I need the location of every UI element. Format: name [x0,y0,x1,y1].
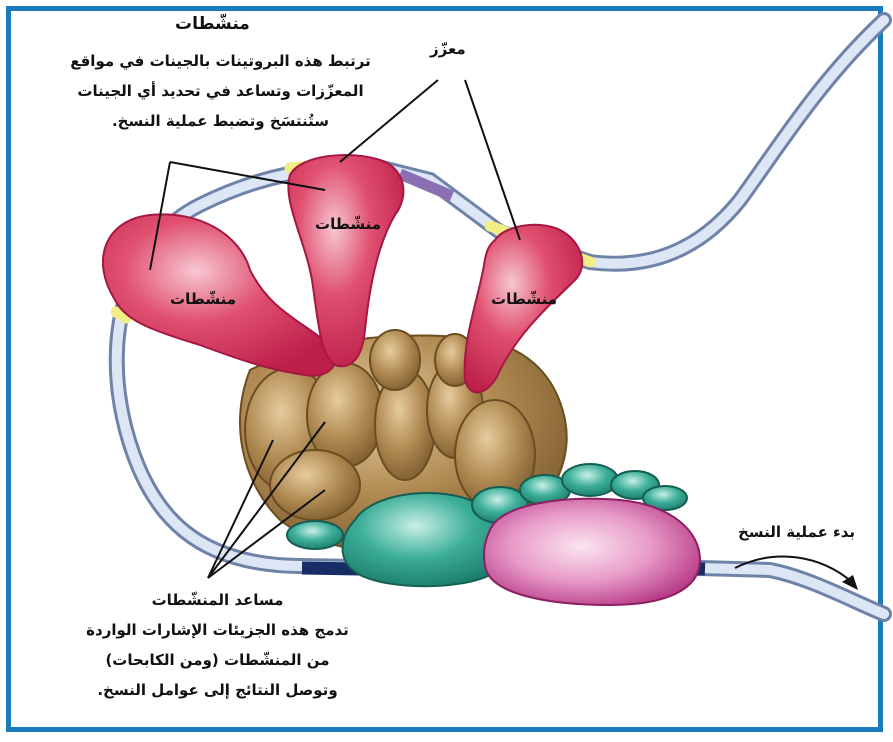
activators-desc-line-3: ستُنتسَخ وتضبط عملية النسخ. [48,106,393,136]
activators-desc-line-1: ترتبط هذه البروتينات بالجينات في مواقع [48,46,393,76]
coactivators-block: مساعد المنشّطات تدمج هذه الجزيئات الإشار… [80,585,355,705]
activators-description: ترتبط هذه البروتينات بالجينات في مواقع ا… [48,46,393,136]
coactivators-desc-line-1: تدمج هذه الجزيئات الإشارات الواردة [80,615,355,645]
enhancer-label: معزّز [430,40,466,58]
coactivators-desc-line-3: وتوصل النتائج إلى عوامل النسخ. [80,675,355,705]
activators-desc-line-2: المعزّزات وتساعد في تحديد أي الجينات [48,76,393,106]
activator-label-middle: منشّطات [315,215,381,233]
activator-label-right: منشّطات [491,290,557,308]
activators-title: منشّطات [175,14,250,34]
activator-label-left: منشّطات [170,290,236,308]
transcription-start-label: بدء عملية النسخ [738,523,855,541]
coactivators-title: مساعد المنشّطات [80,585,355,615]
coactivators-desc-line-2: من المنشّطات (ومن الكابحات) [80,645,355,675]
rna-polymerase [484,499,700,605]
